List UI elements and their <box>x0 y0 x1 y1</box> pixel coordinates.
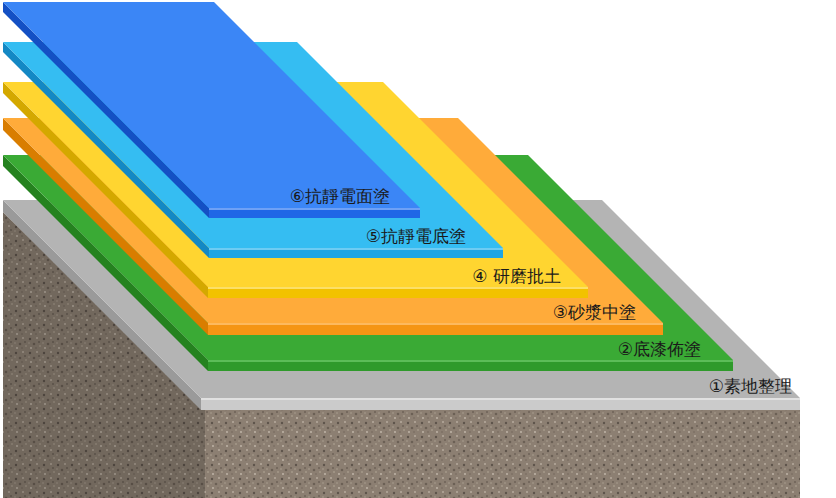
layer-label-box: ⑤抗靜電底塗 <box>366 226 466 246</box>
layer-edge-highlight <box>209 248 503 250</box>
layer-edge-highlight <box>208 287 588 289</box>
layer-front <box>209 208 420 218</box>
layer-front <box>201 398 800 410</box>
layer-top <box>3 2 420 208</box>
layer-front <box>208 323 663 335</box>
layer-label-box: ①素地整理 <box>709 376 792 396</box>
layer-edge-highlight <box>208 323 663 325</box>
layer-label: ⑥抗靜電面塗 <box>290 186 390 206</box>
layer-edge-highlight <box>201 398 800 400</box>
layer-label-box: ⑥抗靜電面塗 <box>290 186 390 206</box>
layer-label-box: ③砂漿中塗 <box>553 302 636 322</box>
coating-layer <box>3 2 420 218</box>
layer-label: ③砂漿中塗 <box>553 302 636 322</box>
layer-edge-highlight <box>209 208 420 210</box>
layer-front <box>208 360 733 371</box>
layer-label-box: ②底漆佈塗 <box>618 339 701 359</box>
layer-label: ④ 研磨批土 <box>472 266 561 286</box>
layer-front <box>209 248 503 258</box>
layer-front <box>208 287 588 298</box>
layer-label-box: ④ 研磨批土 <box>472 266 561 286</box>
layer-edge-highlight <box>208 360 733 362</box>
substrate-front <box>205 410 800 498</box>
layer-label: ⑤抗靜電底塗 <box>366 226 466 246</box>
layer-label: ①素地整理 <box>709 376 792 396</box>
layer-label: ②底漆佈塗 <box>618 339 701 359</box>
